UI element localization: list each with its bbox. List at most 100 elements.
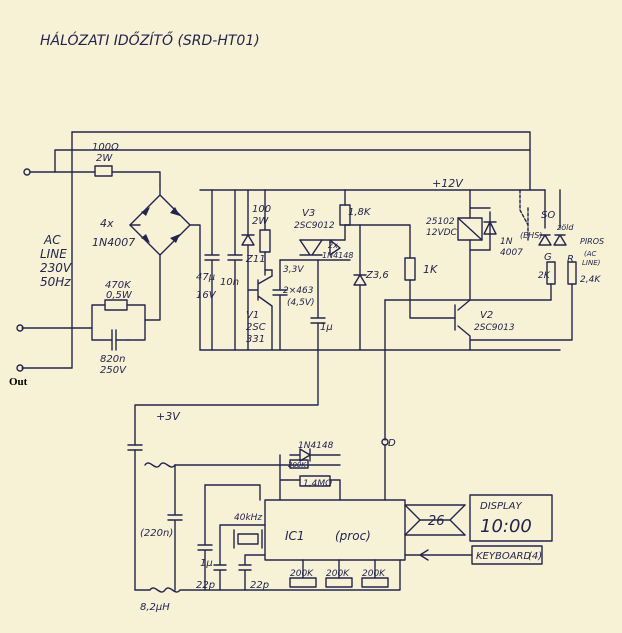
svg-text:2,4K: 2,4K — [580, 275, 601, 285]
svg-text:1K: 1K — [423, 263, 438, 276]
dropper-network: 470K 0,5W 820n 250V — [71, 280, 146, 376]
svg-text:V2: V2 — [480, 310, 493, 321]
ac-input-wiring — [16, 131, 531, 372]
svg-text:1N4148: 1N4148 — [322, 251, 353, 260]
transistor-v1: V1 2SC 331 — [246, 269, 273, 351]
svg-text:2SC9012: 2SC9012 — [294, 221, 335, 231]
relay: 25102 12VDC 1N 4007 (EHS) — [426, 189, 542, 301]
keyboard-pullups: 200K 200K 200K — [289, 559, 389, 588]
svg-text:LINE: LINE — [40, 247, 67, 261]
svg-text:SO: SO — [541, 210, 555, 221]
svg-text:200K: 200K — [288, 461, 307, 469]
svg-text:KEYBOARD: KEYBOARD — [476, 551, 532, 562]
svg-text:zöld: zöld — [556, 223, 574, 232]
svg-text:LINE): LINE) — [582, 259, 601, 267]
svg-text:331: 331 — [246, 334, 265, 345]
ac-line-label: AC LINE 230V 50Hz — [40, 233, 72, 289]
ic-bias-network: 1N4148 200K 1,4MΩ — [279, 441, 341, 501]
svg-text:10n: 10n — [220, 277, 239, 288]
svg-text:50Hz: 50Hz — [40, 275, 71, 289]
svg-text:10:00: 10:00 — [480, 516, 532, 537]
svg-text:1µ: 1µ — [320, 322, 333, 333]
resistor-1k8: 1,8K — [339, 189, 372, 241]
lower-power: +3V (220n) 8,2µH — [127, 349, 401, 613]
svg-text:8,2µH: 8,2µH — [140, 602, 170, 613]
svg-text:1N: 1N — [500, 237, 513, 247]
svg-text:(4,5V): (4,5V) — [287, 298, 315, 308]
fuse-resistor: 100Ω 2W — [92, 142, 119, 177]
svg-text:3,3V: 3,3V — [283, 265, 304, 275]
svg-text:250V: 250V — [100, 365, 127, 376]
svg-text:25102: 25102 — [426, 217, 455, 227]
svg-text:200K: 200K — [290, 569, 314, 579]
bridge-rectifier: 4x 1N4007 — [92, 184, 201, 351]
svg-text:26: 26 — [428, 514, 445, 529]
clock-circuit: 1µ 40kHz 22p 22p — [196, 484, 269, 591]
svg-text:0,5W: 0,5W — [106, 290, 133, 301]
svg-text:4007: 4007 — [500, 248, 523, 258]
svg-text:2×463: 2×463 — [283, 286, 314, 296]
svg-text:V3: V3 — [302, 208, 315, 219]
svg-text:2x: 2x — [328, 241, 338, 250]
svg-text:820n: 820n — [100, 354, 125, 365]
ic1-processor: IC1 (proc) D — [264, 299, 406, 561]
svg-text:100: 100 — [252, 204, 271, 215]
svg-text:IC1: IC1 — [285, 529, 305, 543]
filter-caps: 47µ 16V 10n — [196, 189, 243, 351]
svg-text:100Ω: 100Ω — [92, 142, 119, 153]
resistor-1k: 1K — [404, 257, 456, 319]
transistor-v3: V3 2SC9012 2x 1N4148 — [279, 208, 353, 261]
keyboard-link: KEYBOARD (4) — [404, 545, 543, 565]
transistor-v2: V2 2SC9013 — [454, 299, 515, 351]
svg-text:R: R — [567, 254, 574, 265]
svg-text:(proc): (proc) — [335, 529, 371, 543]
svg-text:(4): (4) — [528, 551, 542, 562]
display-bus: 26 — [404, 504, 466, 536]
svg-text:+3V: +3V — [156, 410, 181, 423]
cap-1u: 1µ — [310, 259, 333, 351]
svg-text:4x: 4x — [100, 217, 114, 230]
svg-text:Z11: Z11 — [245, 254, 266, 265]
svg-text:2SC: 2SC — [246, 322, 266, 333]
rail-12v: +12V — [199, 177, 561, 351]
svg-text:PIROS: PIROS — [580, 237, 604, 246]
svg-text:2W: 2W — [252, 216, 269, 227]
svg-text:200K: 200K — [326, 569, 350, 579]
svg-text:2K: 2K — [538, 271, 551, 281]
svg-text:22p: 22p — [196, 580, 215, 591]
svg-text:(EHS): (EHS) — [520, 231, 542, 240]
svg-text:Z3,6: Z3,6 — [365, 270, 389, 281]
schematic-title: HÁLÓZATI IDŐZÍTŐ (SRD-HT01) — [40, 31, 260, 49]
svg-text:200K: 200K — [362, 569, 386, 579]
svg-text:16V: 16V — [196, 290, 217, 301]
svg-text:40kHz: 40kHz — [234, 513, 262, 523]
svg-text:230V: 230V — [40, 261, 72, 275]
svg-text:470K: 470K — [105, 280, 132, 291]
svg-text:D: D — [388, 438, 396, 449]
svg-text:1N4148: 1N4148 — [298, 441, 334, 451]
svg-text:+12V: +12V — [432, 177, 464, 190]
svg-text:V1: V1 — [246, 310, 259, 321]
svg-text:(AC: (AC — [584, 250, 597, 258]
svg-text:G: G — [544, 252, 552, 263]
status-leds: SO zöld PIROS (AC LINE) G R 2K 2,4K — [384, 189, 604, 341]
backup-cells: 3,3V 2×463 (4,5V) — [272, 259, 315, 351]
svg-text:12VDC: 12VDC — [426, 228, 458, 238]
svg-text:AC: AC — [43, 233, 61, 247]
svg-text:22p: 22p — [250, 580, 269, 591]
display-module: DISPLAY 10:00 — [469, 494, 553, 542]
svg-text:1,8K: 1,8K — [348, 207, 372, 218]
svg-text:2W: 2W — [96, 153, 113, 164]
out-label: Out — [9, 376, 28, 388]
svg-text:1,4MΩ: 1,4MΩ — [303, 479, 332, 489]
svg-text:(220n): (220n) — [140, 528, 173, 539]
shunt-regulator: Z11 100 2W — [241, 189, 271, 351]
svg-text:1µ: 1µ — [200, 558, 213, 569]
zener-3v6: Z3,6 — [344, 224, 411, 351]
svg-text:47µ: 47µ — [196, 272, 215, 283]
svg-text:1N4007: 1N4007 — [92, 236, 135, 249]
svg-text:2SC9013: 2SC9013 — [474, 323, 515, 333]
svg-text:DISPLAY: DISPLAY — [480, 501, 522, 512]
